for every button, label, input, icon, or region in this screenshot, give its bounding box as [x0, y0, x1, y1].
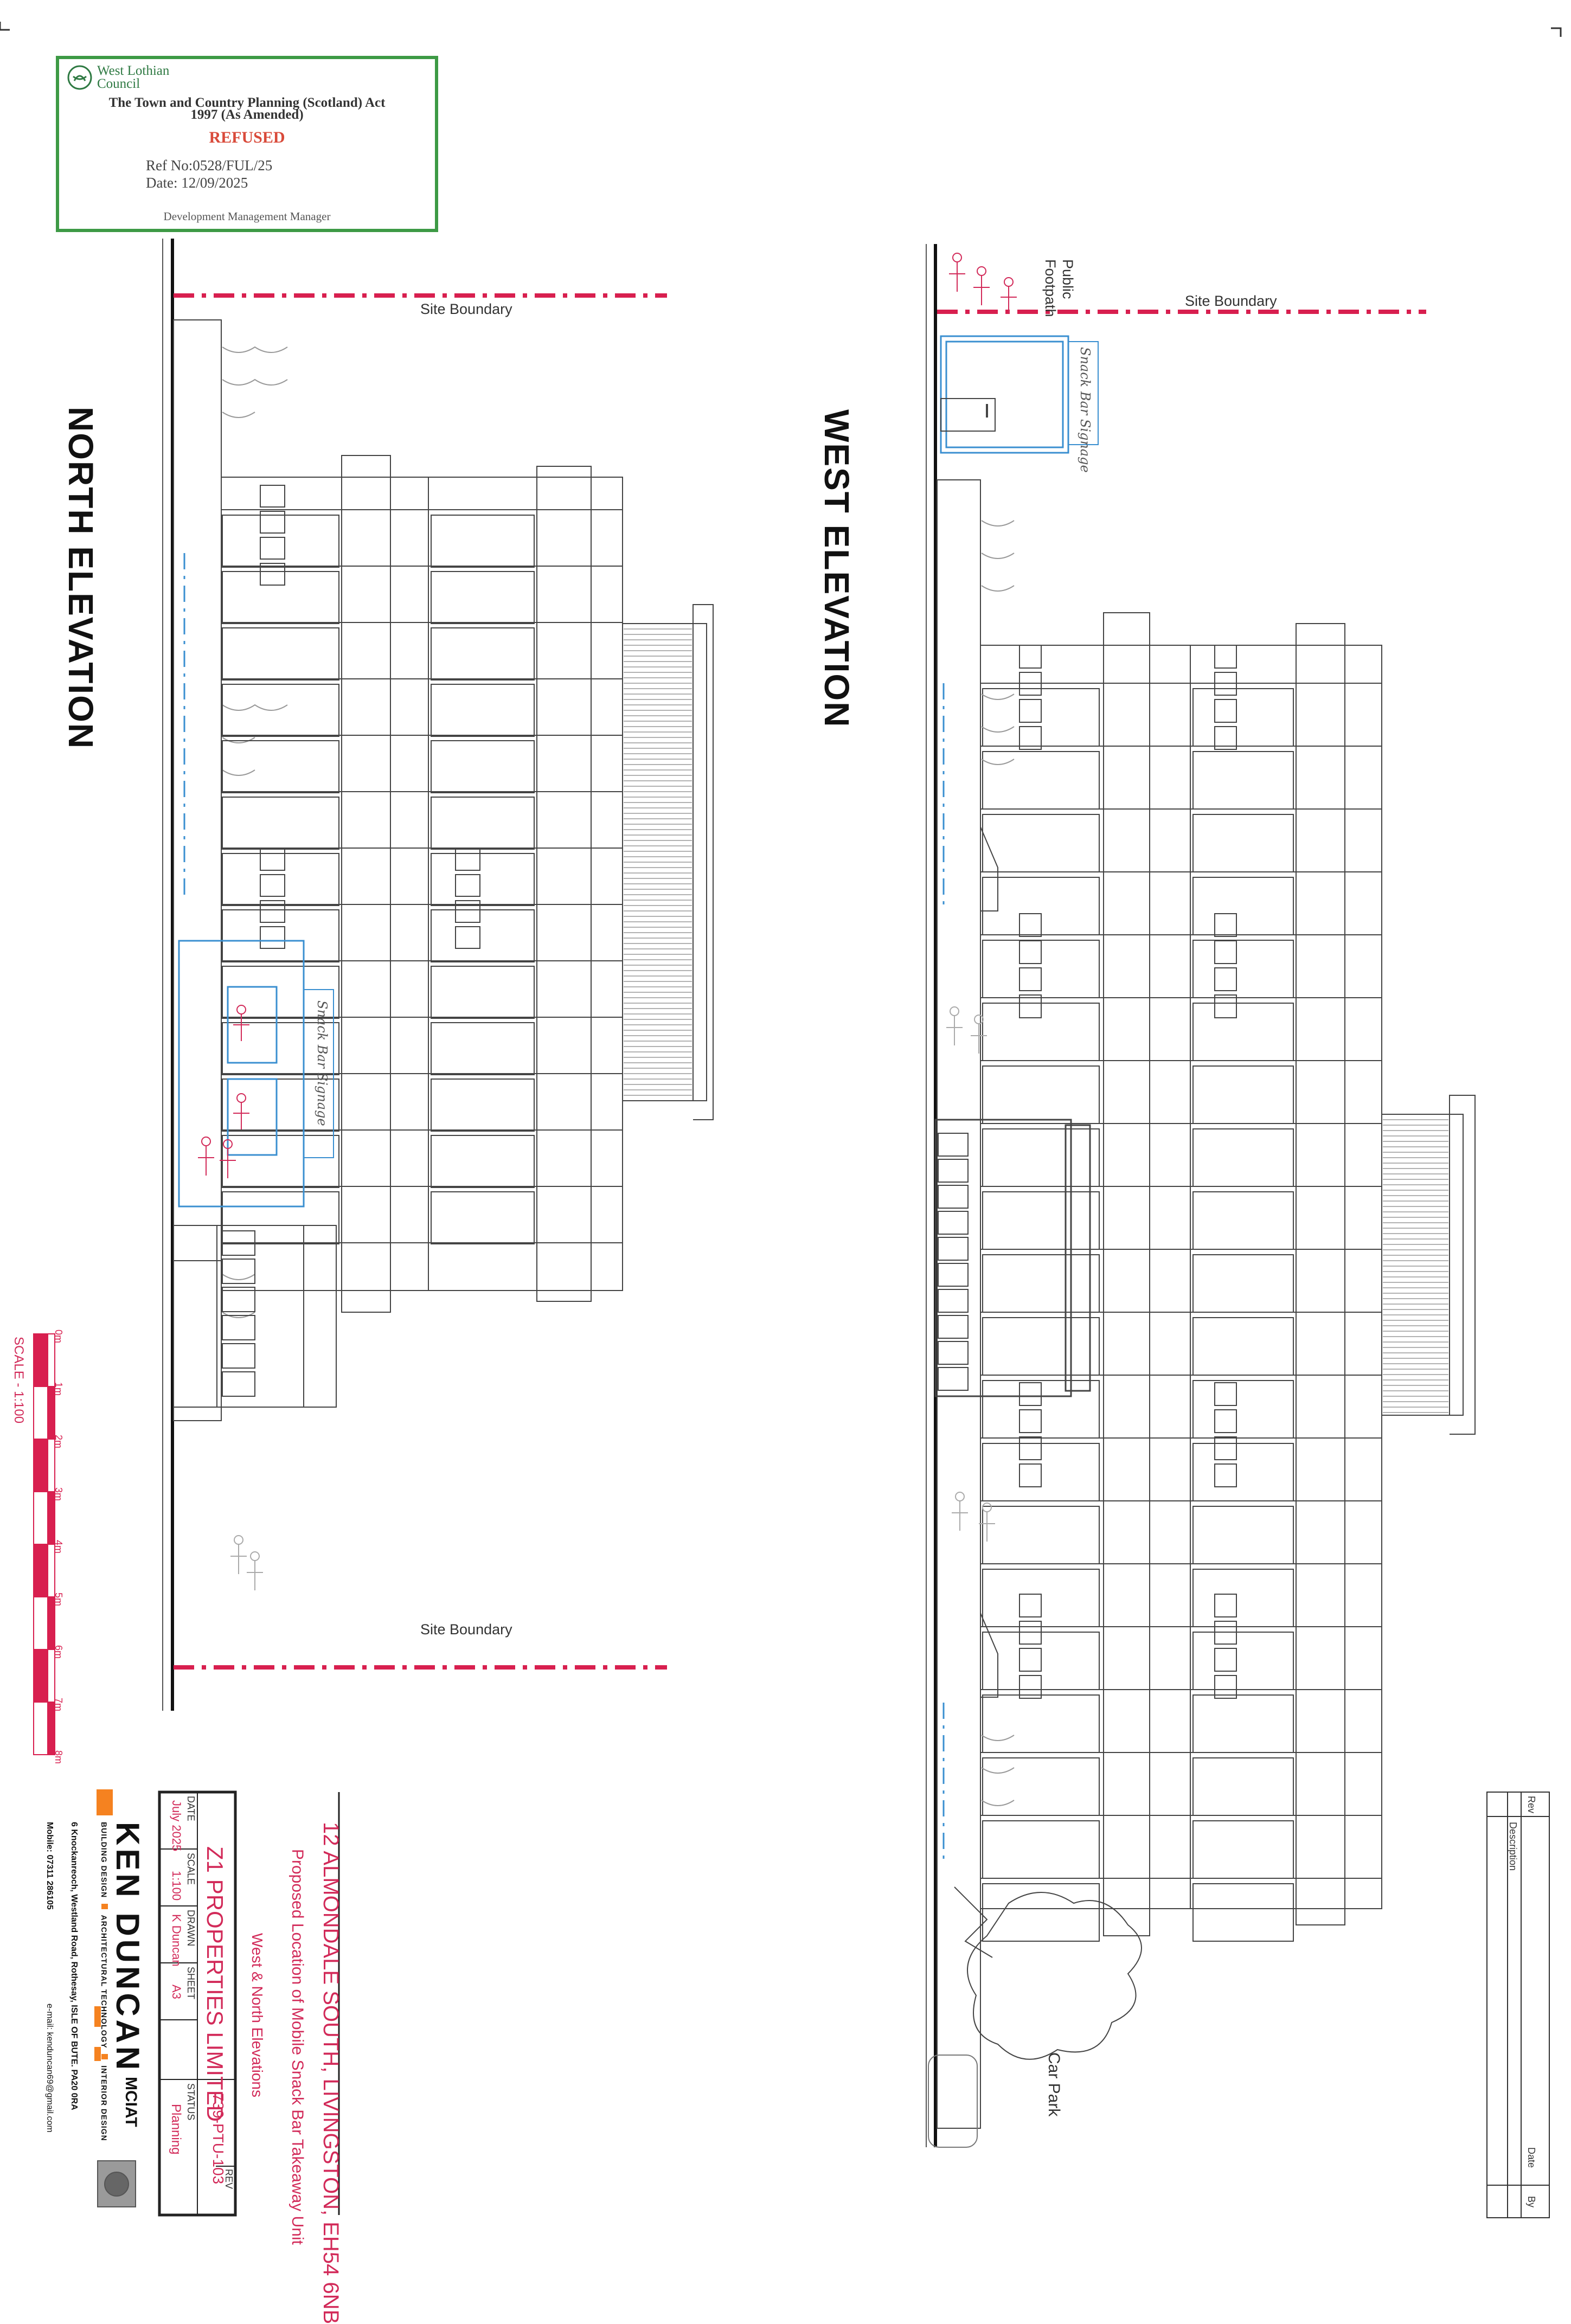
service-separator [101, 1904, 108, 1910]
north-elevation-title: NORTH ELEVATION [61, 407, 100, 750]
firm-mobile: Mobile: 07311 286105 [45, 1822, 54, 1910]
north-annex [173, 1225, 337, 1408]
revision-table [1486, 1792, 1550, 2218]
reference-number: Ref No:0528/FUL/25 [146, 157, 273, 174]
scale-tick-label: 2m [53, 1435, 64, 1449]
firm-services: BUILDING DESIGN ARCHITECTURAL TECHNOLOGY… [100, 1822, 108, 2141]
by-header: By [1526, 2196, 1537, 2208]
west-tree [954, 1886, 1142, 2060]
status-value: Planning [169, 2104, 183, 2155]
scale-tick-label: 6m [53, 1645, 64, 1659]
scale-tick-label: 0m [53, 1330, 64, 1344]
west-car [928, 2055, 978, 2148]
status-label: STATUS [185, 2083, 196, 2121]
scale-tick-label: 7m [53, 1698, 64, 1712]
north-snack-bar [178, 940, 334, 1208]
firm-suffix: MCIAT [122, 2077, 140, 2127]
scale-tick-label: 3m [53, 1487, 64, 1501]
service-separator [101, 2054, 108, 2060]
north-snack-figures [198, 1005, 249, 1178]
project-address: 12 ALMONDALE SOUTH, LIVINGSTON, EH54 6NB [319, 1822, 343, 2324]
west-elevation-title: WEST ELEVATION [817, 409, 856, 728]
act-line1: The Town and Country Planning (Scotland)… [108, 95, 386, 110]
crop-marks [0, 22, 1562, 37]
service-architectural-technology: ARCHITECTURAL TECHNOLOGY [100, 1915, 108, 2049]
west-footpath-people [949, 253, 1017, 313]
drawn-label: DRAWN [185, 1910, 196, 1947]
council-line2: Council [97, 76, 140, 91]
public-footpath-label: Public Footpath [1042, 259, 1076, 317]
decision-text: REFUSED [209, 129, 285, 146]
footpath-line2: Footpath [1042, 259, 1059, 317]
drawn-value: K Duncan [170, 1914, 183, 1967]
west-building [934, 612, 1476, 1942]
reference-block: Ref No:0528/FUL/25 Date: 12/09/2025 [146, 157, 272, 191]
scale-bar-label: SCALE - 1:100 [11, 1337, 26, 1424]
firm-email: e-mail: kenduncan69@gmail.com [45, 2004, 54, 2133]
rev-header: Rev [1526, 1796, 1537, 1814]
date-label: DATE [185, 1796, 196, 1821]
drawing-title: West & North Elevations [249, 1933, 266, 2097]
north-site-boundary-bottom-label: Site Boundary [420, 1621, 512, 1638]
firm-address: 6 Knockanreoch, Westland Road, Rothesay,… [69, 1822, 79, 2110]
sheet-value: A3 [170, 1985, 183, 1999]
service-building-design: BUILDING DESIGN [100, 1822, 108, 1898]
west-site-boundary-label: Site Boundary [1185, 293, 1277, 309]
client-name: Z1 PROPERTIES LIMITED [202, 1846, 228, 2122]
decision-date: Date: 12/09/2025 [146, 175, 248, 191]
scale-tick-label: 5m [53, 1593, 64, 1607]
scale-field-label: SCALE [185, 1853, 196, 1885]
rev-label: REV [223, 2169, 234, 2190]
date-header: Date [1526, 2147, 1537, 2168]
council-name: West Lothian Council [97, 63, 170, 91]
project-description: Proposed Location of Mobile Snack Bar Ta… [288, 1849, 306, 2245]
sheet-label: SHEET [185, 1967, 196, 2000]
drawing-sheet: West Lothian Council The Town and Countr… [0, 22, 1562, 2324]
north-hedges [222, 346, 288, 1318]
scale-tick-label: 8m [53, 1750, 64, 1764]
north-building [221, 455, 714, 1313]
north-pedestrians [230, 1535, 263, 1590]
scale-bar [33, 1333, 55, 1755]
scale-tick-label: 1m [53, 1382, 64, 1396]
act-title: The Town and Country Planning (Scotland)… [59, 95, 435, 122]
west-elevation [926, 244, 1476, 2148]
north-snack-signage: Snack Bar Signage [315, 1000, 330, 1126]
west-snack-bar [940, 335, 1099, 454]
service-interior-design: INTERIOR DESIGN [100, 2065, 108, 2141]
west-people [946, 1006, 995, 1542]
title-block-frame [94, 1789, 340, 2217]
description-header: Description [1508, 1822, 1518, 1871]
west-snack-signage: Snack Bar Signage [1078, 347, 1093, 473]
elevations-drawing [0, 22, 1562, 2218]
car-park-label: Car Park [1045, 2052, 1063, 2117]
west-hedges [981, 520, 1015, 1806]
scale-value: 1:100 [170, 1871, 183, 1901]
planning-decision-stamp: West Lothian Council The Town and Countr… [56, 56, 438, 232]
firm-crest-icon [97, 2160, 136, 2207]
scale-tick-label: 4m [53, 1540, 64, 1554]
north-site-boundary-top-label: Site Boundary [420, 301, 512, 317]
act-line2: 1997 (As Amended) [190, 107, 304, 122]
signatory: Development Management Manager [163, 210, 331, 223]
north-elevation [162, 239, 714, 1711]
council-line1: West Lothian [97, 63, 170, 78]
date-value: July 2025 [170, 1800, 183, 1852]
footpath-line1: Public [1060, 259, 1076, 299]
council-logo-icon [67, 65, 92, 90]
firm-name: KEN DUNCAN [110, 1822, 146, 2073]
